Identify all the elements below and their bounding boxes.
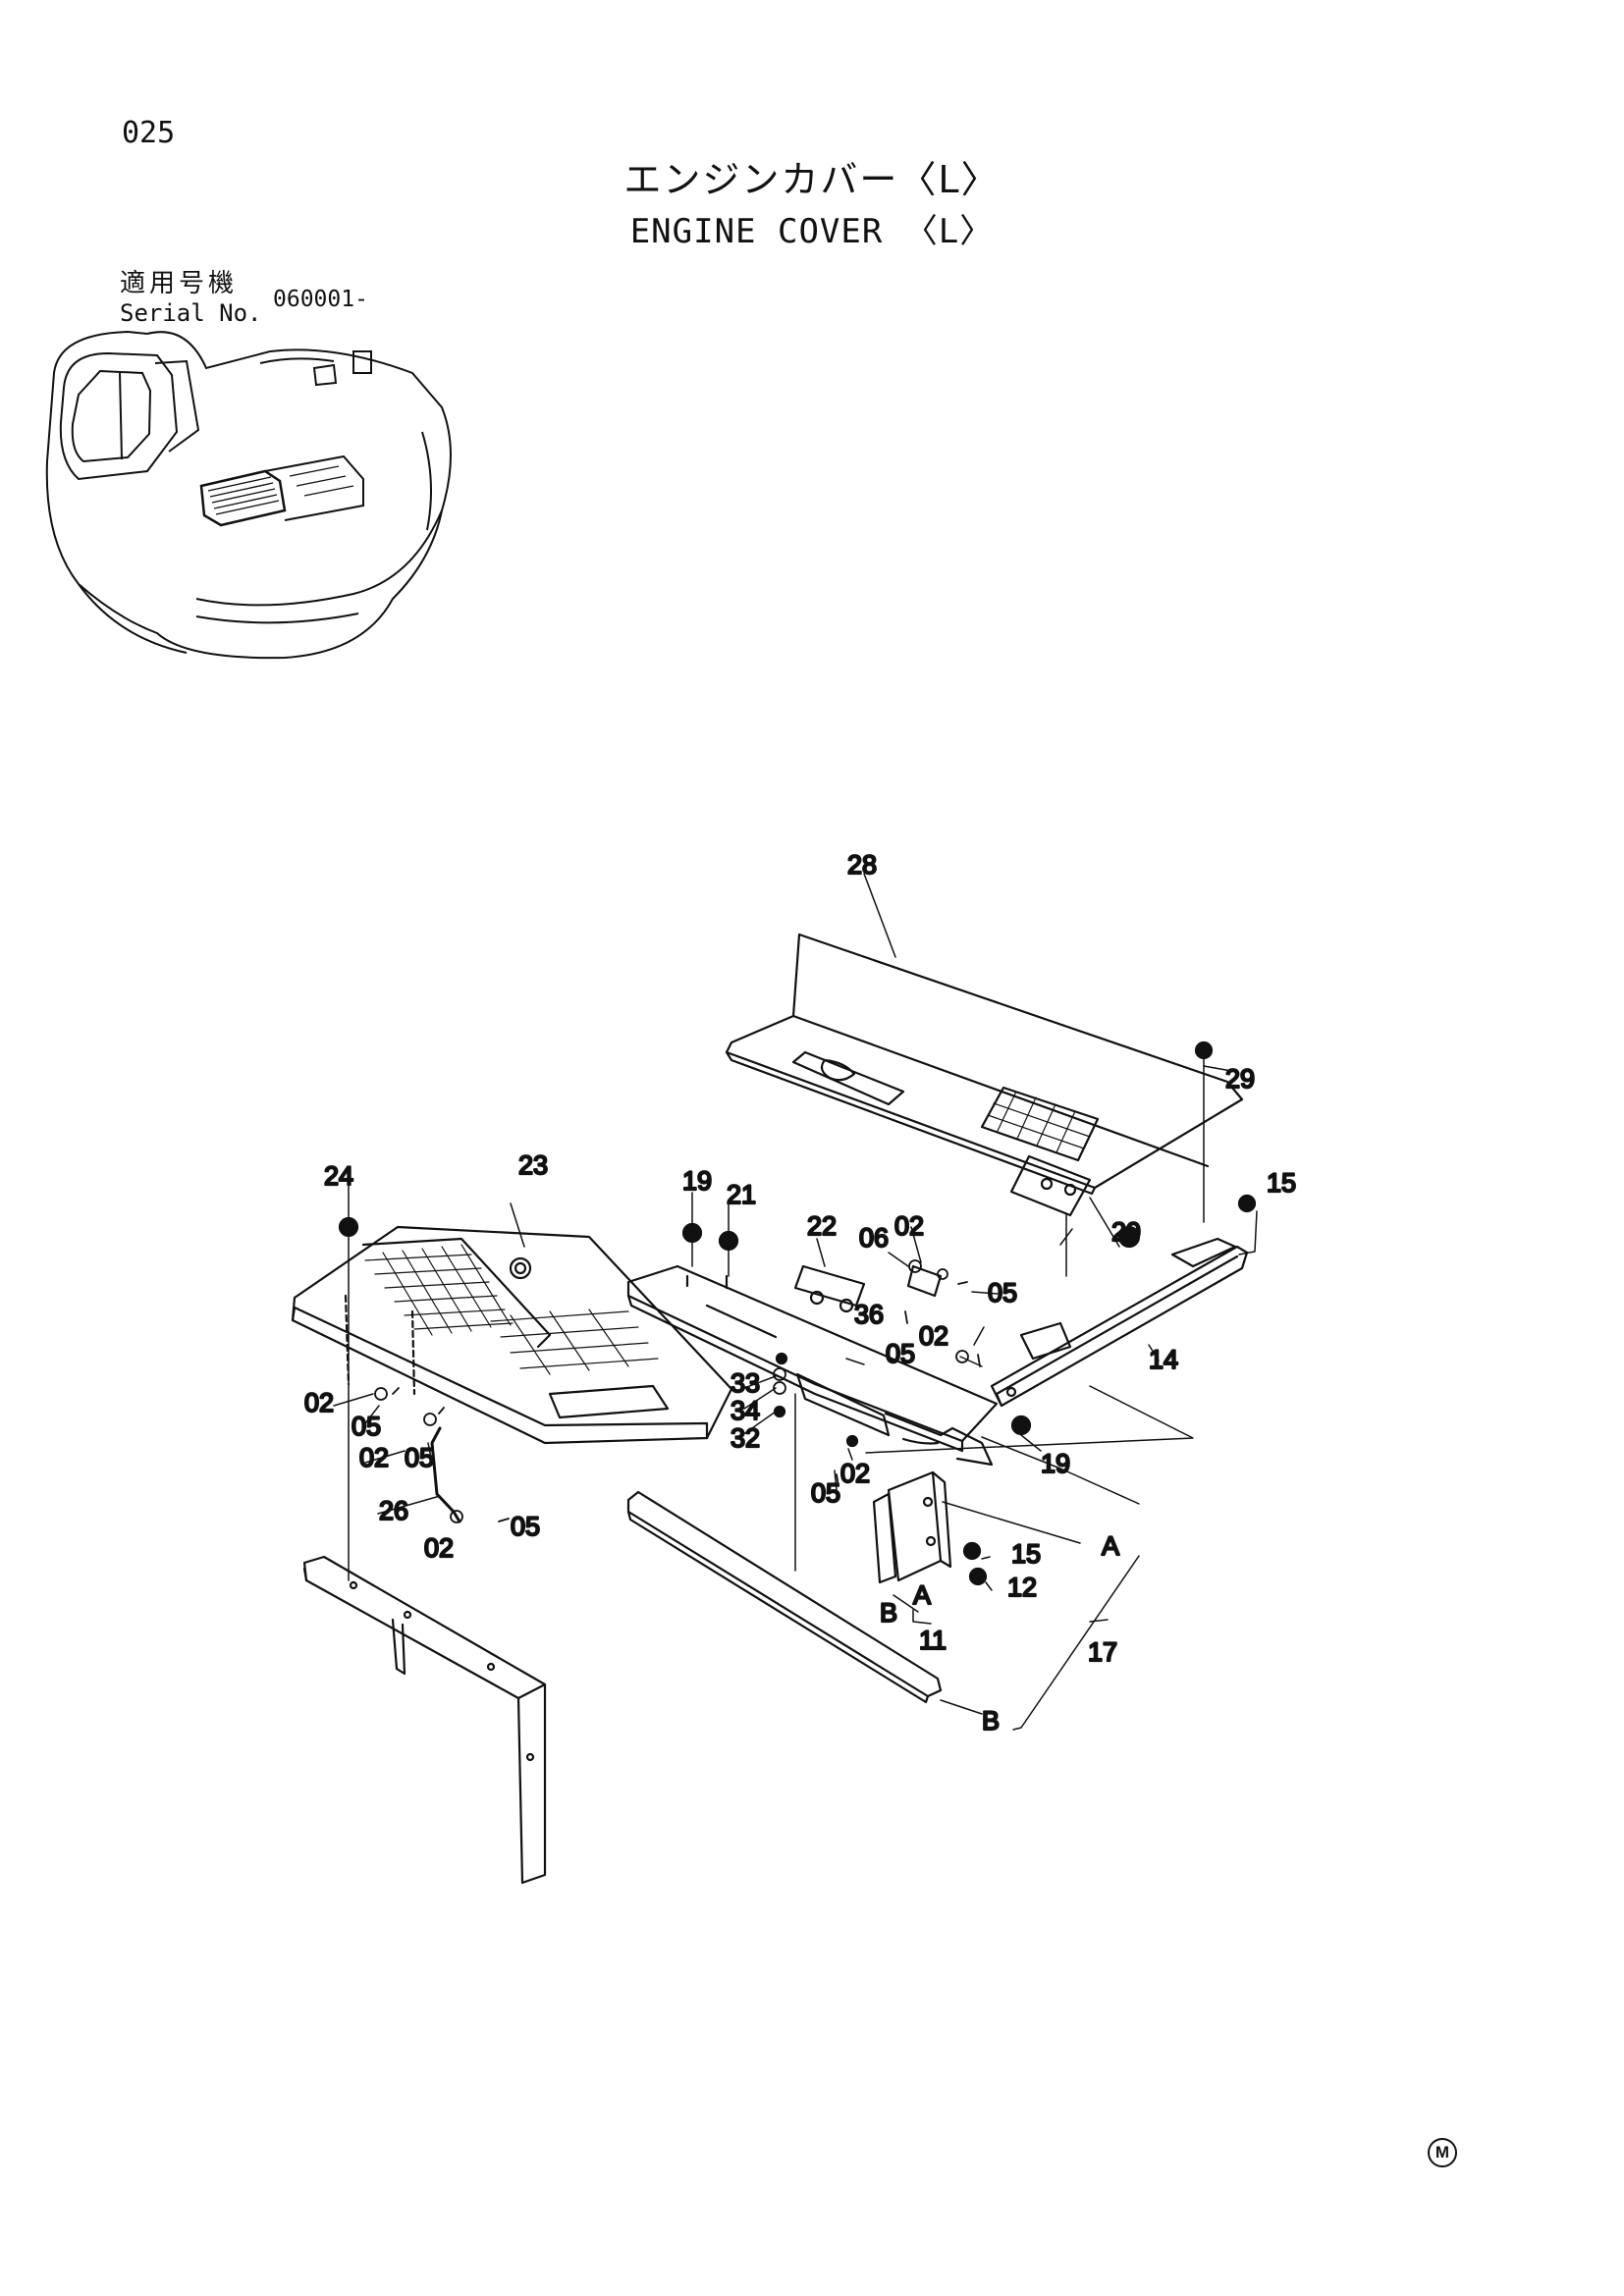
callout-23: 23 [518, 1150, 548, 1180]
callout-A: A [1102, 1531, 1119, 1561]
callout-02: 02 [304, 1388, 334, 1417]
callout-33: 33 [731, 1368, 760, 1398]
callout-05: 05 [352, 1412, 381, 1441]
callout-32: 32 [731, 1423, 760, 1453]
callout-29: 29 [1111, 1217, 1141, 1247]
part-17-frame [302, 1555, 547, 1885]
callout-19: 19 [682, 1166, 712, 1196]
callout-05: 05 [511, 1512, 540, 1541]
callout-B: B [982, 1706, 1000, 1735]
part-28-upper-cover [725, 933, 1244, 1217]
title-japanese: エンジンカバー〈L〉 [623, 158, 1001, 201]
washers-and-pins [374, 1259, 981, 1523]
callout-05: 05 [988, 1278, 1017, 1308]
callout-29: 29 [1225, 1064, 1255, 1094]
callout-34: 34 [731, 1396, 760, 1425]
callout-19: 19 [1041, 1449, 1070, 1478]
callout-05: 05 [405, 1443, 434, 1472]
callout-06: 06 [859, 1223, 889, 1253]
callout-26: 26 [379, 1496, 408, 1525]
callout-11: 11 [919, 1626, 947, 1655]
callout-05: 05 [886, 1339, 915, 1368]
callout-02: 02 [424, 1533, 454, 1563]
callout-05: 05 [811, 1478, 840, 1508]
callout-A: A [913, 1580, 931, 1610]
part-11-bracket [872, 1470, 952, 1584]
callout-B: B [880, 1598, 897, 1628]
corner-mark: M [1428, 2138, 1457, 2167]
center-plate-assembly [626, 1264, 999, 1467]
title-english: ENGINE COVER 〈L〉 [629, 212, 995, 251]
callout-02: 02 [359, 1443, 389, 1472]
serial-label-japanese: 適用号機 [120, 269, 239, 298]
callout-12: 12 [1007, 1573, 1037, 1602]
part-17-long-bar [626, 1490, 943, 1704]
part-14-rail [990, 1237, 1249, 1408]
callout-02: 02 [919, 1321, 948, 1351]
callout-36: 36 [854, 1300, 884, 1329]
callout-02: 02 [894, 1211, 924, 1241]
callout-02: 02 [840, 1459, 870, 1488]
callout-17: 17 [1088, 1637, 1117, 1667]
serial-number-value: 060001- [273, 287, 368, 312]
callout-15: 15 [1011, 1539, 1041, 1569]
callout-15: 15 [1267, 1168, 1296, 1198]
leader-lines [333, 873, 1258, 1731]
callout-labels: 28 29 29 15 24 23 19 21 22 06 02 05 36 0… [303, 849, 1297, 1736]
page-number: 025 [122, 116, 176, 150]
callout-24: 24 [324, 1161, 353, 1191]
serial-label-english: Serial No. [120, 299, 262, 327]
callout-21: 21 [727, 1180, 756, 1209]
part-26-rod [430, 1426, 461, 1523]
machine-overview-illustration [45, 330, 452, 660]
callout-14: 14 [1149, 1345, 1178, 1374]
part-23-left-cover [291, 1225, 733, 1445]
callout-22: 22 [807, 1211, 837, 1241]
callout-28: 28 [847, 850, 877, 880]
